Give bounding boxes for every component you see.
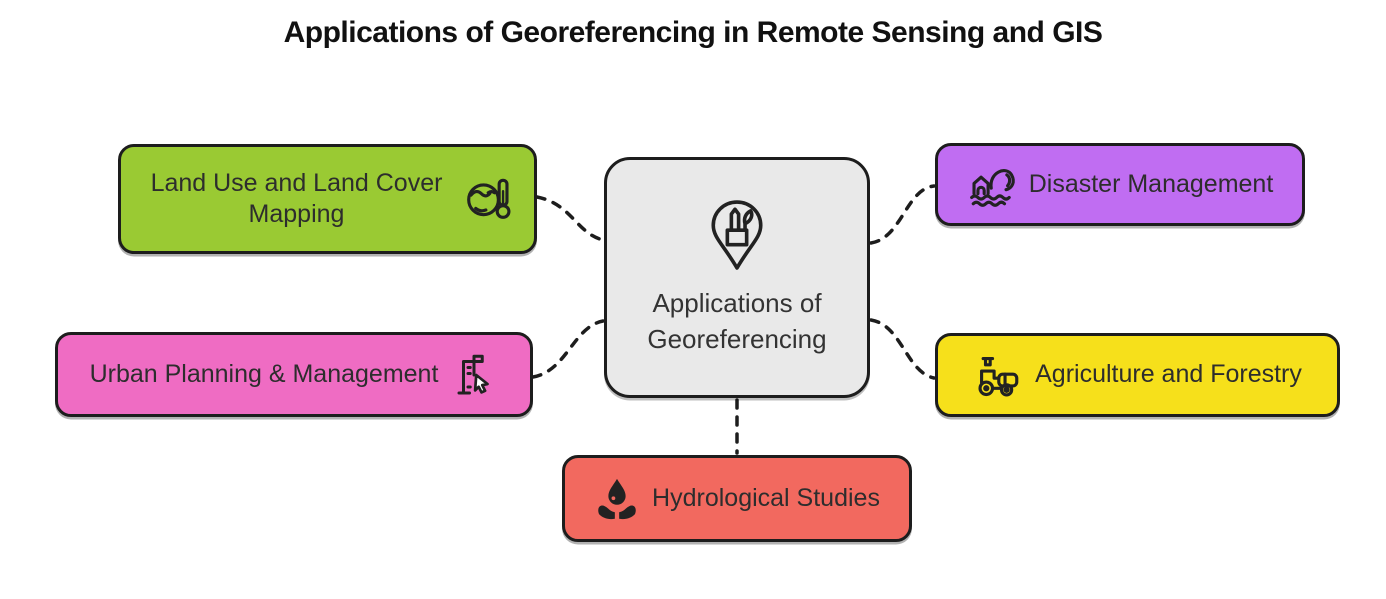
center-node-applications-of-georeferencing: Applications of Georeferencing xyxy=(604,157,870,398)
hands-water-drop-icon xyxy=(594,476,640,522)
connector-landuse-center xyxy=(535,195,605,242)
connector-urban-center xyxy=(531,319,605,379)
center-node-label: Applications of Georeferencing xyxy=(647,288,827,354)
globe-thermometer-icon xyxy=(464,174,514,224)
node-hydrological-studies: Hydrological Studies xyxy=(562,455,912,542)
node-label: Urban Planning & Management xyxy=(89,359,439,388)
node-agriculture-and-forestry: Agriculture and Forestry xyxy=(935,333,1340,417)
node-label: Hydrological Studies xyxy=(652,483,880,512)
connector-center-disaster xyxy=(869,184,936,245)
node-land-use-land-cover-mapping: Land Use and Land Cover Mapping xyxy=(118,144,537,254)
tractor-icon xyxy=(973,350,1023,400)
diagram-title: Applications of Georeferencing in Remote… xyxy=(283,16,1103,49)
connector-center-agriculture xyxy=(869,318,936,380)
tsunami-house-icon xyxy=(967,160,1017,210)
building-cursor-icon xyxy=(450,351,498,399)
node-label: Disaster Management xyxy=(1028,169,1274,198)
node-label: Land Use and Land Cover Mapping xyxy=(150,168,443,228)
node-disaster-management: Disaster Management xyxy=(935,143,1305,226)
node-urban-planning-management: Urban Planning & Management xyxy=(55,332,533,417)
map-pin-tools-icon xyxy=(708,198,766,272)
node-label: Agriculture and Forestry xyxy=(1035,360,1302,389)
